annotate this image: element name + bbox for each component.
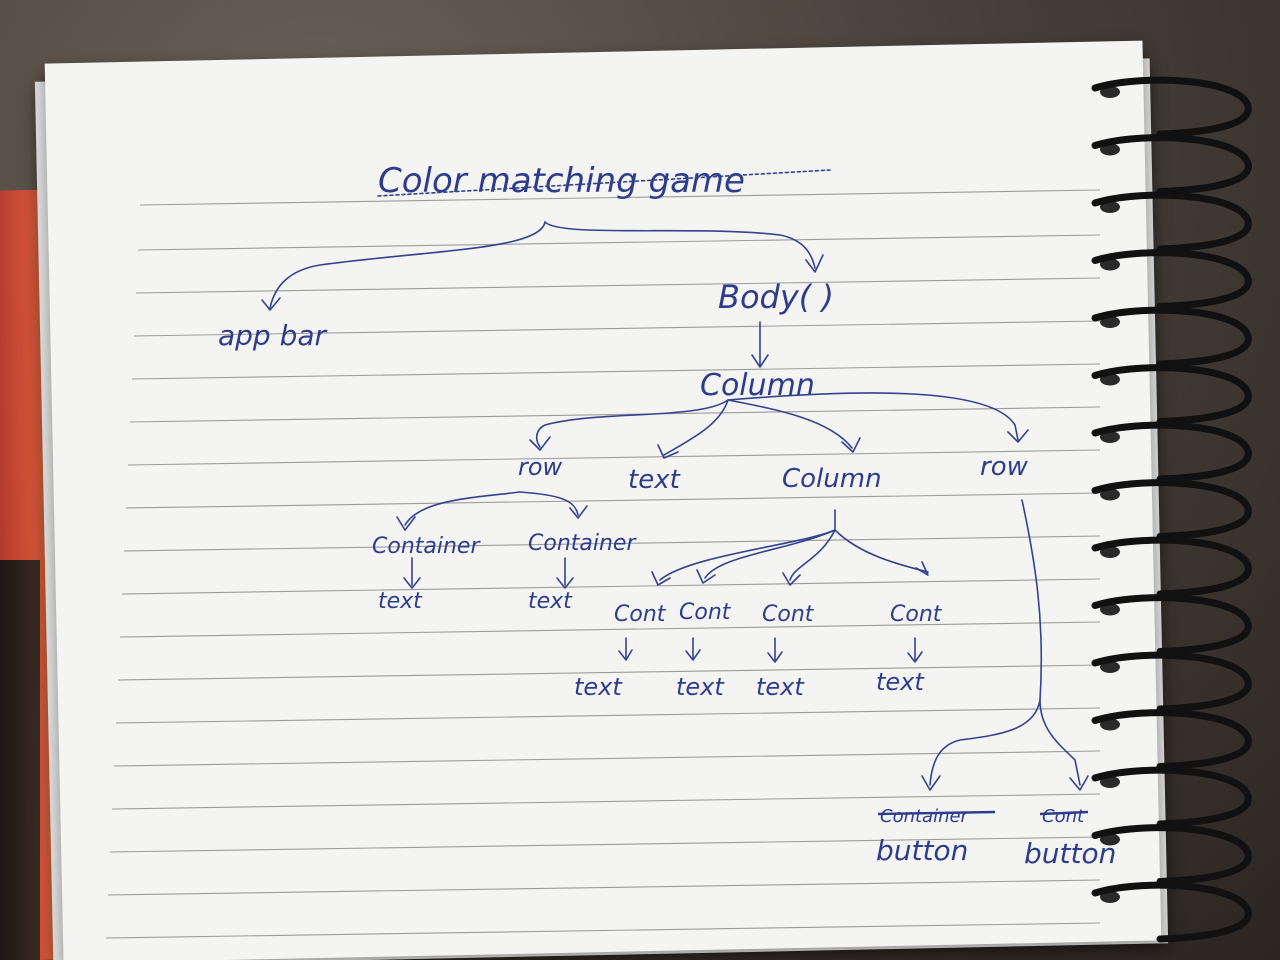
spiral-ring — [1091, 881, 1252, 943]
binding-hole — [1100, 891, 1120, 903]
node-column-inner: Column — [782, 464, 882, 494]
node-text-c2: text — [528, 589, 573, 614]
binding-hole — [1100, 546, 1120, 558]
node-button-1: button — [876, 834, 968, 867]
binding-hole — [1100, 661, 1120, 673]
binding-hole — [1100, 316, 1120, 328]
node-text-k2: text — [676, 673, 725, 701]
spiral-ring — [1091, 536, 1252, 598]
spiral-ring — [1091, 651, 1252, 713]
node-cont-3: Cont — [762, 602, 815, 627]
node-text-mid: text — [628, 465, 681, 495]
spiral-ring — [1091, 249, 1252, 310]
node-text-k1: text — [574, 673, 623, 701]
spiral-ring — [1091, 134, 1252, 195]
spiral-ring — [1091, 824, 1252, 885]
node-text-k4: text — [876, 668, 925, 696]
binding-hole — [1100, 776, 1120, 788]
node-button-2: button — [1024, 837, 1116, 870]
tree-connectors — [261, 221, 1089, 791]
node-app-bar: app bar — [218, 319, 328, 352]
node-row-right: row — [980, 452, 1029, 482]
spiral-ring — [1091, 421, 1252, 483]
binding-hole — [1100, 718, 1120, 731]
spiral-ring — [1091, 364, 1252, 425]
binding-hole — [1100, 488, 1120, 501]
spiral-ring — [1091, 306, 1252, 368]
node-cont-1: Cont — [614, 602, 667, 627]
node-container-1: Container — [372, 534, 481, 559]
node-column-main: Column — [700, 368, 815, 403]
spiral-ring — [1091, 766, 1252, 828]
node-container-2: Container — [528, 531, 637, 556]
node-cont-2: Cont — [679, 600, 732, 625]
binding-hole — [1100, 86, 1120, 98]
binding-hole — [1100, 431, 1120, 443]
ruled-lines — [105, 189, 1101, 939]
spiral-ring — [1091, 594, 1252, 655]
node-body: Body( ) — [718, 278, 834, 316]
node-text-k3: text — [756, 673, 805, 701]
node-text-c1: text — [378, 589, 423, 614]
spiral-ring — [1091, 191, 1252, 253]
node-row-left: row — [518, 453, 563, 481]
binding-hole — [1100, 373, 1120, 386]
hand-shadow — [0, 560, 40, 960]
binding-hole — [1100, 258, 1120, 271]
diagram-title: Color matching game — [378, 161, 745, 201]
spiral-ring — [1091, 479, 1252, 540]
binding-hole — [1100, 833, 1120, 846]
spiral-binding — [1091, 76, 1252, 943]
binding-hole — [1100, 201, 1120, 213]
node-cont-4: Cont — [890, 602, 943, 627]
spiral-ring — [1091, 709, 1252, 770]
spiral-ring — [1091, 76, 1252, 138]
node-struck-container: Container — [880, 806, 970, 827]
binding-hole — [1100, 143, 1120, 156]
node-struck-cont: Cont — [1042, 806, 1085, 827]
binding-hole — [1100, 603, 1120, 616]
